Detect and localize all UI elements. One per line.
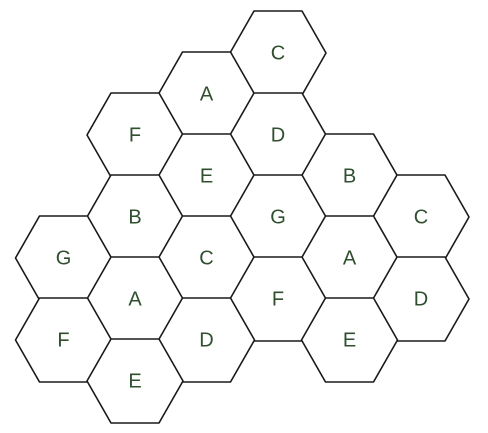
hex-label: D xyxy=(271,124,285,146)
hex-label: A xyxy=(128,288,142,310)
hex-label: D xyxy=(414,288,428,310)
hex-cell: D xyxy=(157,297,256,383)
hex-label: B xyxy=(343,165,356,187)
hex-label: F xyxy=(129,124,141,146)
hex-label: F xyxy=(272,288,284,310)
hex-label: C xyxy=(414,206,428,228)
hex-label: G xyxy=(270,206,286,228)
hex-label: C xyxy=(199,247,213,269)
hex-label: E xyxy=(128,370,141,392)
hex-label: A xyxy=(343,247,357,269)
hex-label: B xyxy=(128,206,141,228)
hex-label: A xyxy=(200,83,214,105)
hex-label: E xyxy=(343,329,356,351)
hex-cell: E xyxy=(86,338,184,424)
hex-label: C xyxy=(271,42,285,64)
hex-label: G xyxy=(56,247,72,269)
hex-label: D xyxy=(199,329,213,351)
hex-cell: F xyxy=(229,256,327,342)
hex-cell: A xyxy=(300,215,399,301)
hex-label: E xyxy=(200,165,213,187)
hex-cell: F xyxy=(14,297,113,383)
hex-outline xyxy=(300,297,399,383)
hex-outline xyxy=(86,338,184,424)
hex-label: F xyxy=(57,329,69,351)
hex-cell: E xyxy=(300,297,399,383)
